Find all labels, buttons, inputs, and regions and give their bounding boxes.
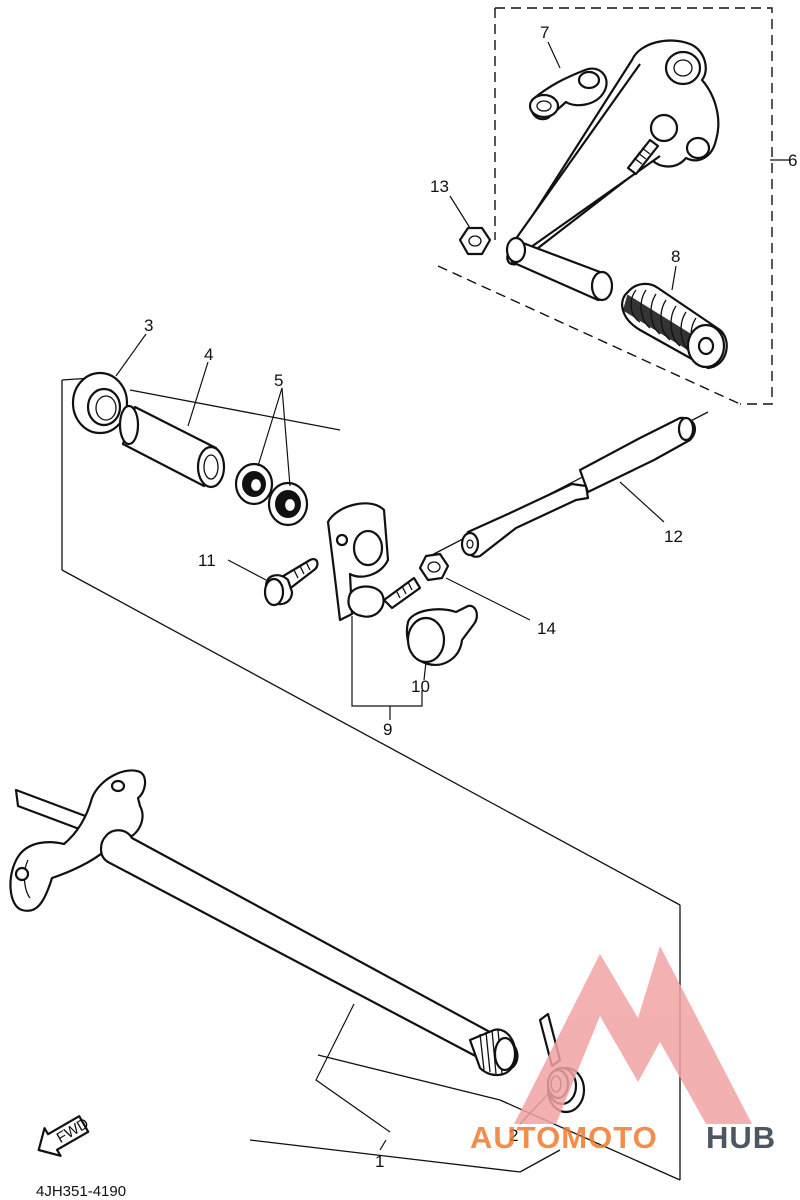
- part-8-rubber-footpeg: [621, 282, 728, 370]
- callout-6: 6: [788, 151, 797, 170]
- callout-3: 3: [144, 316, 153, 335]
- callout-13: 13: [430, 177, 449, 196]
- callout-14: 14: [537, 619, 556, 638]
- part-3-oil-seal: [71, 371, 129, 435]
- forward-direction-arrow: FWD: [37, 1115, 92, 1157]
- callout-10: 10: [411, 677, 430, 696]
- callout-2: 2: [509, 1126, 518, 1145]
- part-12-shift-rod: [460, 416, 697, 558]
- callout-12: 12: [664, 527, 683, 546]
- drawing-code: 4JH351-4190: [36, 1183, 126, 1200]
- part-1-shift-shaft: [9, 769, 519, 1077]
- part-7-eye-joint: [528, 67, 608, 121]
- watermark-text-dark: HUB: [706, 1120, 776, 1155]
- part-13-nut: [458, 226, 492, 256]
- assembly-outline-lines: [61, 7, 773, 1181]
- watermark-logo: AUTOMOTO HUB: [470, 946, 776, 1155]
- part-11-bolt: [263, 558, 319, 607]
- callout-5: 5: [274, 371, 283, 390]
- part-5-bearings: [234, 462, 309, 527]
- watermark-text-accent: AUTOMOTO: [470, 1120, 658, 1155]
- watermark-triangle: [514, 946, 752, 1124]
- part-9-rod-end-assembly: [326, 502, 422, 622]
- callout-8: 8: [671, 247, 680, 266]
- callout-1: 1: [375, 1152, 384, 1171]
- part-10-dust-cover: [405, 604, 478, 666]
- part-6-shift-pedal: [505, 39, 720, 302]
- callout-7: 7: [540, 23, 549, 42]
- callout-11: 11: [198, 551, 216, 570]
- callout-labels: 1 2 3 4 5 6 7 8 9 10 11 12 13 14: [144, 23, 797, 1171]
- callout-9: 9: [383, 720, 392, 739]
- part-14-nut: [418, 552, 450, 582]
- callout-4: 4: [204, 345, 213, 364]
- part-4-collar: [118, 404, 226, 489]
- leader-lines: [115, 41, 790, 1151]
